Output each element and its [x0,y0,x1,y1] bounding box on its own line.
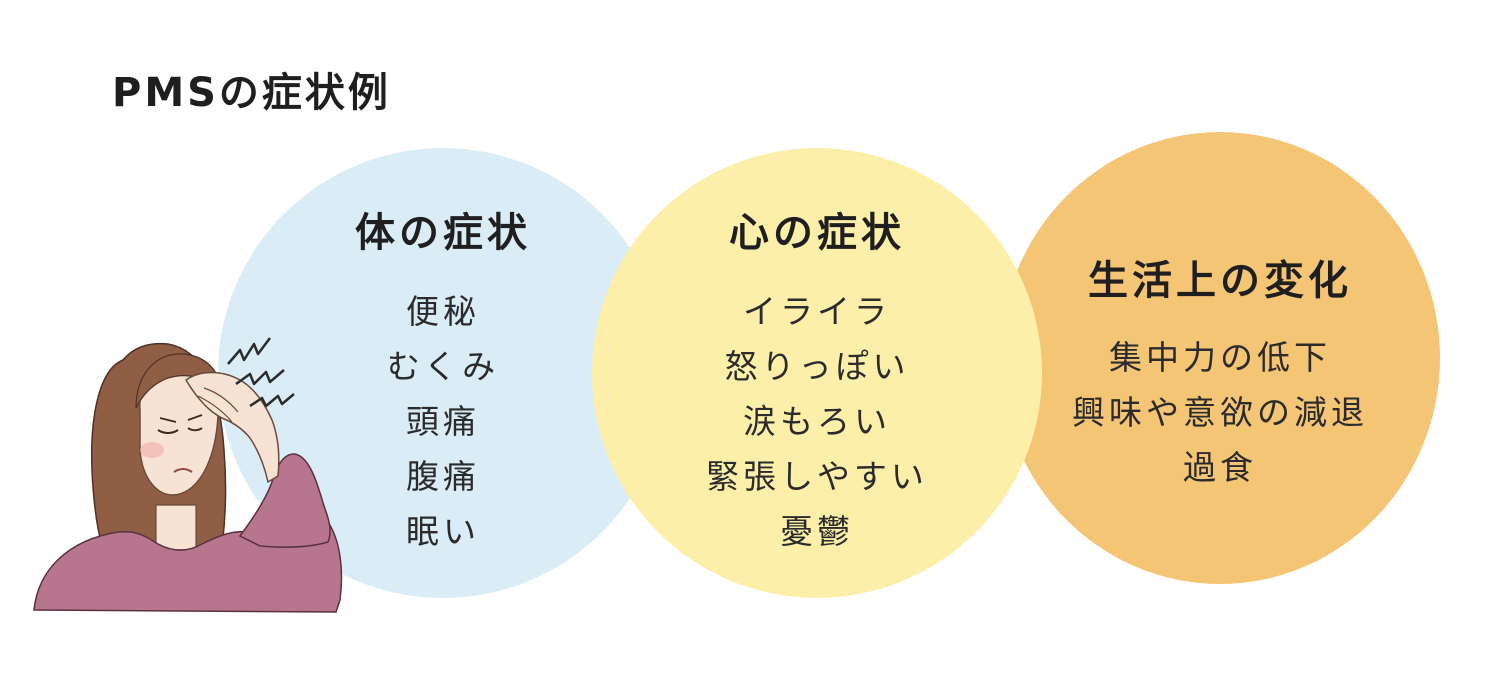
body-symptoms-list: 便秘 むくみ 頭痛 腹痛 眠い [218,284,668,559]
lifestyle-changes-list: 集中力の低下 興味や意欲の減退 過食 [1000,330,1440,495]
list-item: むくみ [386,347,500,386]
headache-zigzag-icon [227,337,295,408]
mind-symptoms-list: イライラ 怒りっぽい 涙もろい 緊張しやすい 憂鬱 [592,284,1042,559]
woman-headache-illustration [33,337,343,613]
list-item: 怒りっぽい [724,347,910,386]
list-item: 憂鬱 [780,512,854,551]
lifestyle-changes-heading: 生活上の変化 [1088,258,1352,304]
list-item: 興味や意欲の減退 [1072,393,1368,432]
list-item: 涙もろい [743,402,891,441]
list-item: 腹痛 [406,457,480,496]
list-item: 集中力の低下 [1109,338,1331,377]
lifestyle-changes-circle: 生活上の変化 集中力の低下 興味や意欲の減退 過食 [1000,132,1440,584]
list-item: 緊張しやすい [706,457,928,496]
list-item: イライラ [743,292,891,331]
body-symptoms-heading: 体の症状 [355,210,531,256]
mind-symptoms-heading: 心の症状 [729,210,905,256]
list-item: 過食 [1183,448,1257,487]
list-item: 頭痛 [406,402,480,441]
list-item: 眠い [406,512,480,551]
list-item: 便秘 [406,292,480,331]
mind-symptoms-circle: 心の症状 イライラ 怒りっぽい 涙もろい 緊張しやすい 憂鬱 [592,148,1042,598]
page-title: PMSの症状例 [112,70,391,116]
